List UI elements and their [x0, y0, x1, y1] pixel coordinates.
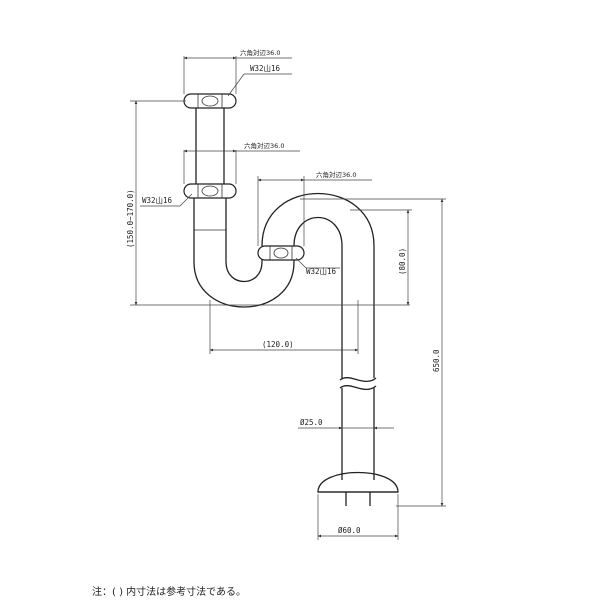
thread-top-label: W32山16 [250, 63, 281, 73]
thread-middle-label: W32山16 [142, 195, 173, 205]
middle-nut [183, 183, 237, 199]
top-nut [183, 93, 237, 109]
thread-right-label: W32山16 [306, 266, 337, 276]
height-adjust-label: (150.0~170.0) [126, 189, 135, 248]
dimension-lines [130, 56, 446, 540]
flange-diameter-label: Ø60.0 [338, 526, 361, 535]
trap-pipe [193, 108, 399, 506]
hex-size-middle-label: 六角対辺36.0 [244, 141, 284, 150]
trap-depth-label: (80.0) [398, 248, 407, 275]
offset-label: (120.0) [262, 340, 294, 349]
hex-size-top-label: 六角対辺36.0 [240, 48, 280, 57]
total-height-label: 650.0 [432, 349, 441, 372]
reference-dimension-note: 注：( ) 内寸法は参考寸法である。 [92, 587, 247, 598]
hex-size-right-label: 六角対辺36.0 [316, 170, 356, 179]
right-nut [257, 245, 305, 261]
pipe-diameter-label: Ø25.0 [300, 418, 323, 427]
